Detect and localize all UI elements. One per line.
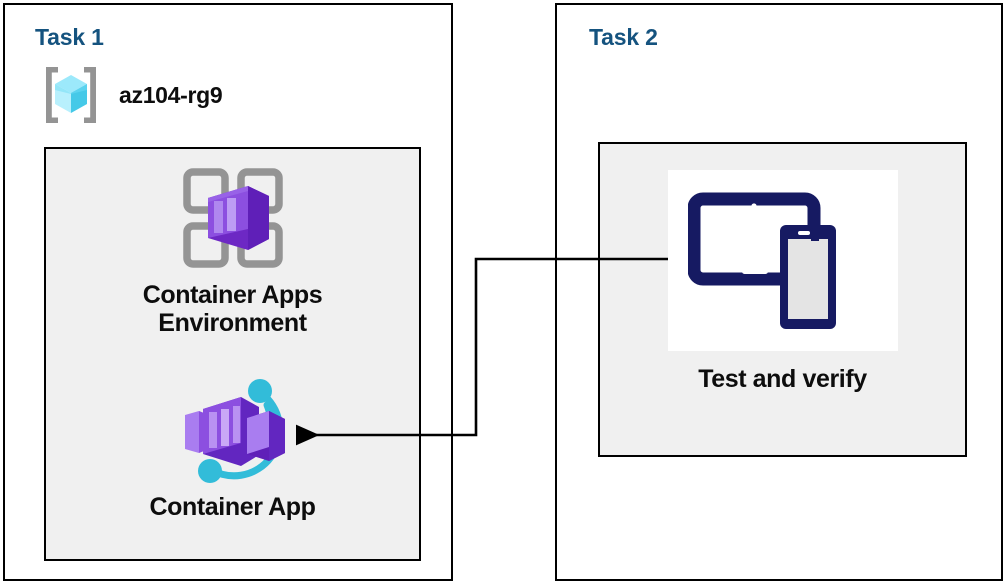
container-apps-environment-caption: Container Apps Environment <box>142 281 323 337</box>
task-2-panel: Task 2 <box>555 3 1003 581</box>
container-app-block: Container App <box>46 371 419 521</box>
test-and-verify-icon-plate <box>667 170 898 351</box>
resource-group-row: az104-rg9 <box>39 63 223 127</box>
test-and-verify-devices-icon <box>687 185 878 337</box>
task-1-panel: Task 1 az104- <box>3 3 453 581</box>
container-apps-environment-block: Container Apps Environment <box>46 159 419 337</box>
test-and-verify-block: Test and verify <box>600 170 965 394</box>
container-apps-environment-icon <box>174 159 292 277</box>
test-and-verify-caption: Test and verify <box>698 365 867 393</box>
resource-group-label: az104-rg9 <box>119 81 223 108</box>
task-2-inner-box: Test and verify <box>598 142 967 457</box>
container-app-icon <box>157 371 309 489</box>
task-2-title: Task 2 <box>589 24 658 50</box>
container-app-caption: Container App <box>149 493 316 521</box>
task-1-title: Task 1 <box>35 24 104 50</box>
azure-resource-group-icon <box>39 63 103 127</box>
task-1-inner-box: Container Apps Environment <box>44 147 421 561</box>
